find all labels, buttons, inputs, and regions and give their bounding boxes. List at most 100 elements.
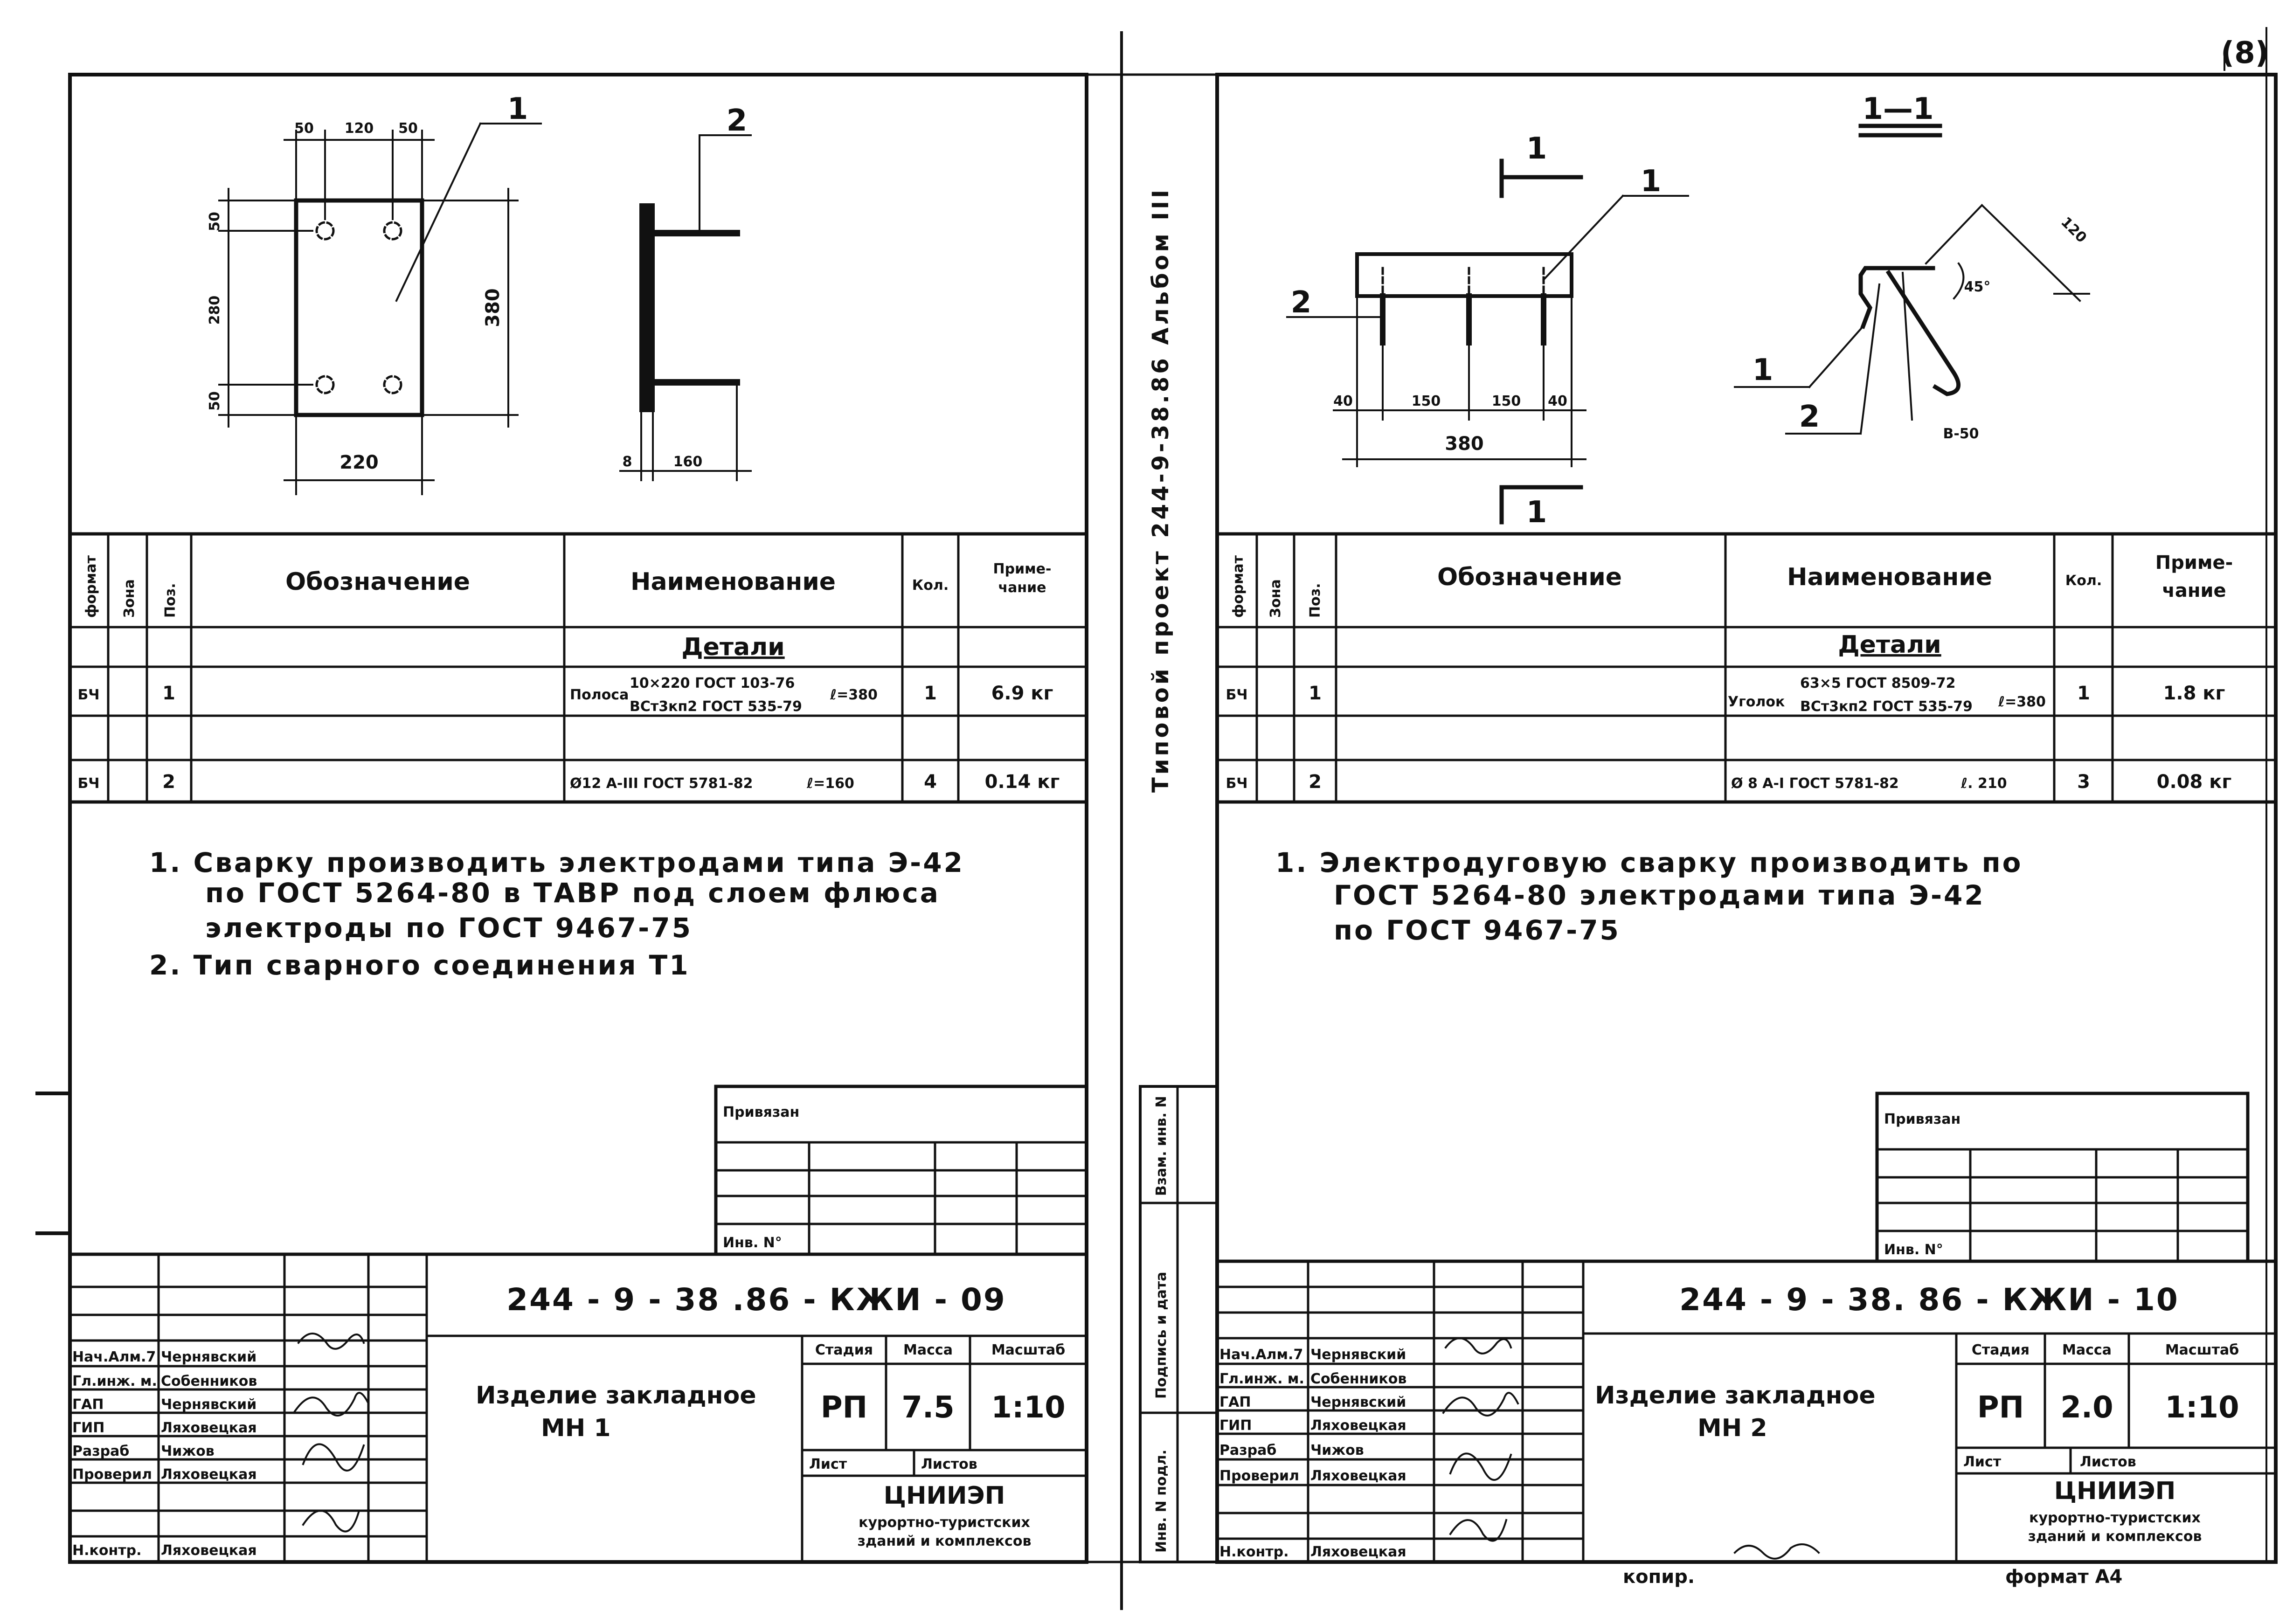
svg-text:150: 150: [1412, 393, 1441, 409]
svg-text:Стадия: Стадия: [815, 1342, 873, 1358]
svg-text:Ø 8 А-I ГОСТ 5781-82: Ø 8 А-I ГОСТ 5781-82: [1731, 775, 1899, 792]
svg-text:8: 8: [623, 454, 632, 470]
svg-text:Ø12 А-III ГОСТ 5781-82: Ø12 А-III ГОСТ 5781-82: [570, 775, 753, 792]
album-side-label: Типовой проект 244-9-38.86 Альбом III: [1148, 187, 1174, 793]
svg-text:Чижов: Чижов: [161, 1443, 215, 1459]
svg-text:63×5 ГОСТ 8509-72: 63×5 ГОСТ 8509-72: [1800, 675, 1955, 691]
side-stamp-inv: Инв. N подл.: [1153, 1450, 1170, 1553]
mn2-table-header: формат Зона Поз. Обозначение Наименовани…: [1230, 552, 2233, 659]
svg-text:1: 1: [2077, 683, 2090, 704]
svg-text:1. Электродуговую сварку произ: 1. Электродуговую сварку производить по: [1275, 847, 2023, 878]
svg-text:Чернявский: Чернявский: [1310, 1347, 1406, 1363]
mn1-table-rows: БЧ 1 Полоса 10×220 ГОСТ 103-76 ВСт3кп2 Г…: [77, 675, 1060, 793]
mn2-drawing-code: 244 - 9 - 38. 86 - КЖИ - 10: [1679, 1282, 2179, 1318]
svg-text:1:10: 1:10: [991, 1390, 1065, 1425]
svg-text:Гл.инж. м.: Гл.инж. м.: [72, 1373, 157, 1389]
svg-text:Приме-: Приме-: [2155, 552, 2233, 574]
footer-format: формат А4: [2005, 1566, 2122, 1588]
mn1-title: Изделие закладное: [476, 1382, 756, 1410]
svg-text:ГАП: ГАП: [1219, 1394, 1251, 1410]
svg-text:РП: РП: [821, 1390, 867, 1425]
svg-text:0.08 кг: 0.08 кг: [2157, 771, 2232, 793]
svg-text:Детали: Детали: [681, 633, 784, 661]
mn2-angle-bar: [1355, 252, 1573, 298]
svg-text:ЦНИИЭП: ЦНИИЭП: [2054, 1477, 2175, 1505]
svg-text:1.8 кг: 1.8 кг: [2163, 683, 2225, 704]
mn2-title-mark: МН 2: [1697, 1414, 1767, 1442]
mn2-title-block: [1215, 1259, 2278, 1564]
signature-scribbles: [292, 1333, 1820, 1560]
mn1-privyazan-label: Привязан: [723, 1104, 799, 1120]
mn2-bars: [1380, 293, 1546, 346]
svg-text:Гл.инж. м.: Гл.инж. м.: [1219, 1371, 1304, 1387]
svg-text:2: 2: [1309, 771, 1322, 793]
svg-text:ℓ=380: ℓ=380: [830, 687, 878, 703]
svg-text:Чижов: Чижов: [1310, 1442, 1364, 1458]
svg-text:Поз.: Поз.: [162, 583, 179, 618]
svg-text:Проверил: Проверил: [72, 1466, 152, 1483]
svg-text:50: 50: [207, 391, 223, 411]
svg-text:Кол.: Кол.: [2065, 573, 2102, 589]
svg-text:Разраб: Разраб: [1219, 1442, 1276, 1458]
svg-text:2. Тип сварного соединения Т1: 2. Тип сварного соединения Т1: [149, 949, 690, 981]
mn2-privyazan-label: Привязан: [1884, 1111, 1960, 1127]
svg-text:160: 160: [673, 454, 703, 470]
svg-text:Уголок: Уголок: [1728, 694, 1785, 710]
svg-text:1: 1: [1641, 164, 1662, 199]
svg-text:7.5: 7.5: [901, 1390, 954, 1425]
svg-text:ВСт3кп2 ГОСТ 535-79: ВСт3кп2 ГОСТ 535-79: [630, 698, 802, 715]
svg-text:зданий и комплексов: зданий и комплексов: [858, 1533, 1032, 1549]
svg-text:2: 2: [162, 771, 175, 793]
svg-text:РП: РП: [1977, 1390, 2024, 1425]
svg-text:ГИП: ГИП: [72, 1420, 104, 1436]
svg-text:Стадия: Стадия: [1972, 1342, 2030, 1358]
svg-text:Поз.: Поз.: [1307, 583, 1323, 618]
svg-text:БЧ: БЧ: [1226, 775, 1247, 792]
svg-text:Лист: Лист: [1963, 1454, 2002, 1470]
svg-text:ВСт3кп2 ГОСТ 535-79: ВСт3кп2 ГОСТ 535-79: [1800, 698, 1973, 715]
svg-text:1: 1: [1753, 353, 1773, 387]
svg-text:40: 40: [1548, 393, 1567, 409]
svg-text:Зона: Зона: [1268, 579, 1284, 618]
svg-text:150: 150: [1492, 393, 1521, 409]
svg-text:2: 2: [727, 104, 748, 138]
svg-text:1: 1: [1309, 683, 1322, 704]
svg-text:Н.контр.: Н.контр.: [72, 1542, 141, 1559]
svg-text:Масштаб: Масштаб: [991, 1342, 1065, 1358]
mn2-table-rows: БЧ 1 Уголок 63×5 ГОСТ 8509-72 ВСт3кп2 ГО…: [1226, 675, 2231, 793]
svg-text:120: 120: [345, 120, 374, 137]
side-stamp-sign: Подпись и дата: [1153, 1272, 1170, 1399]
svg-text:Наименование: Наименование: [1787, 563, 1992, 591]
svg-text:зданий и комплексов: зданий и комплексов: [2028, 1528, 2202, 1545]
svg-text:Масса: Масса: [2062, 1342, 2112, 1358]
svg-text:Ляховецкая: Ляховецкая: [1310, 1417, 1406, 1434]
svg-text:Обозначение: Обозначение: [285, 568, 470, 596]
svg-text:БЧ: БЧ: [1226, 687, 1247, 703]
mn2-title-text: 244 - 9 - 38. 86 - КЖИ - 10 Изделие закл…: [1219, 1282, 2239, 1560]
svg-text:1: 1: [1526, 495, 1547, 530]
svg-text:Чернявский: Чернявский: [1310, 1394, 1406, 1410]
svg-text:Ляховецкая: Ляховецкая: [161, 1466, 257, 1483]
svg-text:Масса: Масса: [903, 1342, 953, 1358]
svg-text:курортно-туристских: курортно-туристских: [859, 1514, 1030, 1531]
svg-text:Проверил: Проверил: [1219, 1468, 1299, 1484]
svg-text:1: 1: [162, 683, 175, 704]
svg-text:40: 40: [1333, 393, 1353, 409]
mn1-studs: [315, 221, 402, 394]
svg-text:чание: чание: [998, 580, 1046, 596]
svg-text:по ГОСТ 5264-80 в ТАВР под сло: по ГОСТ 5264-80 в ТАВР под слоем флюса: [205, 877, 940, 909]
svg-text:Чернявский: Чернявский: [161, 1349, 256, 1365]
svg-text:50: 50: [398, 120, 418, 137]
svg-text:Ляховецкая: Ляховецкая: [1310, 1468, 1406, 1484]
svg-text:280: 280: [207, 296, 223, 325]
svg-text:Собенников: Собенников: [1310, 1371, 1406, 1387]
svg-text:Масштаб: Масштаб: [2165, 1342, 2239, 1358]
svg-text:6.9 кг: 6.9 кг: [991, 683, 1053, 704]
svg-text:ℓ=380: ℓ=380: [1998, 694, 2046, 710]
svg-text:Наименование: Наименование: [630, 568, 836, 596]
mn2-title: Изделие закладное: [1595, 1382, 1876, 1410]
svg-text:120: 120: [2057, 214, 2090, 246]
svg-text:Зона: Зона: [121, 579, 138, 618]
svg-text:Листов: Листов: [2080, 1454, 2136, 1470]
